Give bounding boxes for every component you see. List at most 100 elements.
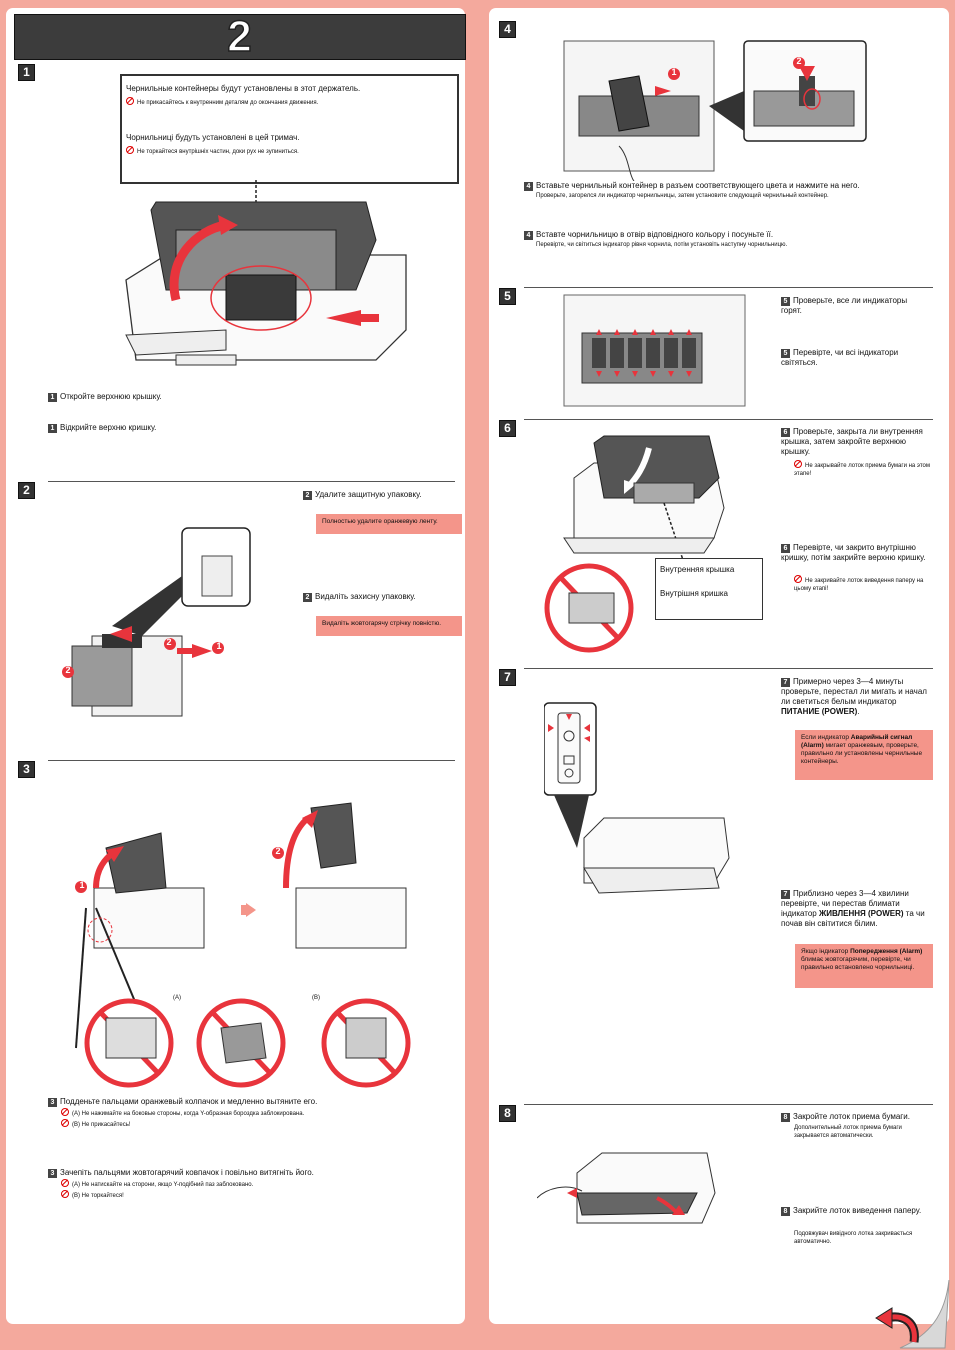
s4-sub-ru: Проверьте, загорелся ли индикатор чернил…	[536, 193, 829, 199]
s4-sub-uk: Перевірте, чи світиться індикатор рівня …	[536, 242, 788, 248]
section-2-rule	[48, 481, 455, 482]
s3-warn-uk-a: (A) Не натискайте на сторони, якщо Y-под…	[61, 1179, 456, 1189]
s3-warn-uk-a-text: (A) Не натискайте на сторони, якщо Y-под…	[72, 1182, 254, 1188]
section-6-number: 6	[499, 420, 516, 437]
s2-mark-1: 1	[216, 641, 222, 651]
s3-warn-ru-b-text: (B) Не прикасайтесь!	[72, 1122, 131, 1128]
s7-note-uk-2: блимає жовтогарячим, перевірте, чи прави…	[801, 956, 915, 971]
s7-note-uk-1: Якщо індикатор	[801, 948, 851, 955]
step-header: 2	[14, 14, 466, 60]
s7-text-ru-bold: ПИТАНИЕ (POWER)	[781, 707, 858, 716]
label-inner-ru: Внутренняя крышка	[660, 565, 735, 574]
s3-warn-uk-b: (B) Не торкайтеся!	[61, 1190, 456, 1200]
printer-open-cover-illustration	[125, 180, 407, 366]
holder-callout: Чернильные контейнеры будут установлены …	[120, 74, 459, 184]
close-paper-tray-illustration	[537, 1152, 716, 1224]
s7-text-uk-1: Приблизно через 3—4 хвилини перевірте, ч…	[781, 889, 909, 918]
turn-page-arrow-icon[interactable]	[872, 1306, 922, 1346]
s1-text-uk-label: Відкрийте верхню кришку.	[60, 423, 157, 432]
section-4-number: 4	[499, 21, 516, 38]
s3-label-a: (A)	[173, 995, 181, 1001]
section-8-rule	[524, 1104, 933, 1105]
s6-text-uk-label: Перевірте, чи закрито внутрішню кришку, …	[781, 543, 926, 562]
callout-uk-warn: Не торкайтеся внутрішніх частин, доки ру…	[126, 146, 451, 156]
prohibited-icon	[794, 460, 802, 468]
ink-lamps-illustration	[563, 294, 746, 407]
s6-warn-ru-text: Не закрывайте лоток приема бумаги на это…	[794, 463, 930, 477]
section-2-number: 2	[18, 482, 35, 499]
prohibited-icon	[61, 1108, 69, 1116]
s5-text-ru-label: Проверьте, все ли индикаторы горят.	[781, 296, 908, 315]
s3-badge: 3	[48, 1169, 57, 1178]
s1-badge: 1	[48, 393, 57, 402]
left-page: 2 1 Чернильные контейнеры будут установл…	[6, 8, 466, 1324]
s7-text-ru-1: Примерно через 3—4 минуты проверьте, пер…	[781, 677, 927, 706]
s5-badge: 5	[781, 297, 790, 306]
s3-warn-uk-b-text: (B) Не торкайтеся!	[72, 1193, 124, 1199]
s3-mark-2: 2	[275, 846, 281, 856]
ink-tank-unwrap-illustration	[62, 527, 251, 717]
section-1-number: 1	[18, 64, 35, 81]
prohibited-icon	[126, 146, 134, 154]
s2-mark-2b: 2	[65, 665, 71, 675]
ink-tank-insert-illustration	[563, 40, 867, 181]
s8-badge: 8	[781, 1207, 790, 1216]
s4-badge: 4	[524, 182, 533, 191]
s3-warn-ru-a: (A) Не нажимайте на боковые стороны, ког…	[61, 1108, 456, 1118]
callout-ru-warn: Не прикасайтесь к внутренним деталям до …	[126, 97, 451, 107]
callout-uk-warn-text: Не торкайтеся внутрішніх частин, доки ру…	[137, 149, 299, 155]
s7-note-ru-2: мигает оранжевым, проверьте, правильно л…	[801, 742, 923, 765]
callout-ru-warn-text: Не прикасайтесь к внутренним деталям до …	[137, 100, 319, 106]
s6-badge: 6	[781, 544, 790, 553]
s1-badge: 1	[48, 424, 57, 433]
s8-sub-ru: Дополнительный лоток приема бумаги закры…	[794, 1125, 902, 1139]
section-7-number: 7	[499, 669, 516, 686]
s4-mark-1: 1	[671, 67, 677, 77]
s5-text-uk-label: Перевірте, чи всі індикатори світяться.	[781, 348, 899, 367]
s2-note-uk: Видаліть жовтогарячу стрічку повністю.	[316, 616, 462, 636]
s8-badge: 8	[781, 1113, 790, 1122]
s3-text-ru-label: Подденьте пальцами оранжевый колпачок и …	[60, 1097, 318, 1106]
s2-text-uk-label: Видаліть захисну упаковку.	[315, 592, 416, 601]
s7-note-ru: Если индикатор Аварийный сигнал (Alarm) …	[795, 730, 933, 780]
s2-text-ru-label: Удалите защитную упаковку.	[315, 490, 422, 499]
s4-mark-2: 2	[796, 56, 802, 66]
inner-cover-label: Внутренняя крышка Внутрішня кришка	[655, 558, 763, 620]
s4-text-ru-label: Вставьте чернильный контейнер в разъем с…	[536, 181, 860, 190]
s6-warn-uk-text: Не закривайте лоток виведення паперу на …	[794, 578, 924, 592]
close-cover-illustration	[544, 435, 725, 653]
s2-mark-2: 2	[166, 637, 172, 647]
s7-note-ru-bold: Аварийный сигнал (Alarm)	[801, 734, 913, 749]
s3-badge: 3	[48, 1098, 57, 1107]
section-8-number: 8	[499, 1105, 516, 1122]
prohibited-icon	[61, 1119, 69, 1127]
prohibited-icon	[61, 1190, 69, 1198]
s5-badge: 5	[781, 349, 790, 358]
section-3-number: 3	[18, 761, 35, 778]
callout-ru: Чернильные контейнеры будут установлены …	[126, 84, 361, 93]
section-7-rule	[524, 668, 933, 669]
section-3-rule	[48, 760, 455, 761]
s7-text-uk-2: та чи почав він світитися білим.	[781, 909, 925, 928]
orange-cap-removal-illustration	[75, 802, 411, 1088]
s7-note-ru-1: Если индикатор	[801, 734, 851, 741]
s3-text-uk-label: Зачепіть пальцями жовтогарячий ковпачок …	[60, 1168, 314, 1177]
s1-text-ru-label: Откройте верхнюю крышку.	[60, 392, 162, 401]
section-5-number: 5	[499, 288, 516, 305]
s7-note-uk-bold: Попередження (Alarm)	[850, 948, 923, 955]
s6-warn-uk: Не закривайте лоток виведення паперу на …	[794, 575, 934, 593]
step-number: 2	[227, 12, 253, 61]
s8-sub-uk: Подовжувач вивідного лотка закривається …	[794, 1231, 913, 1245]
